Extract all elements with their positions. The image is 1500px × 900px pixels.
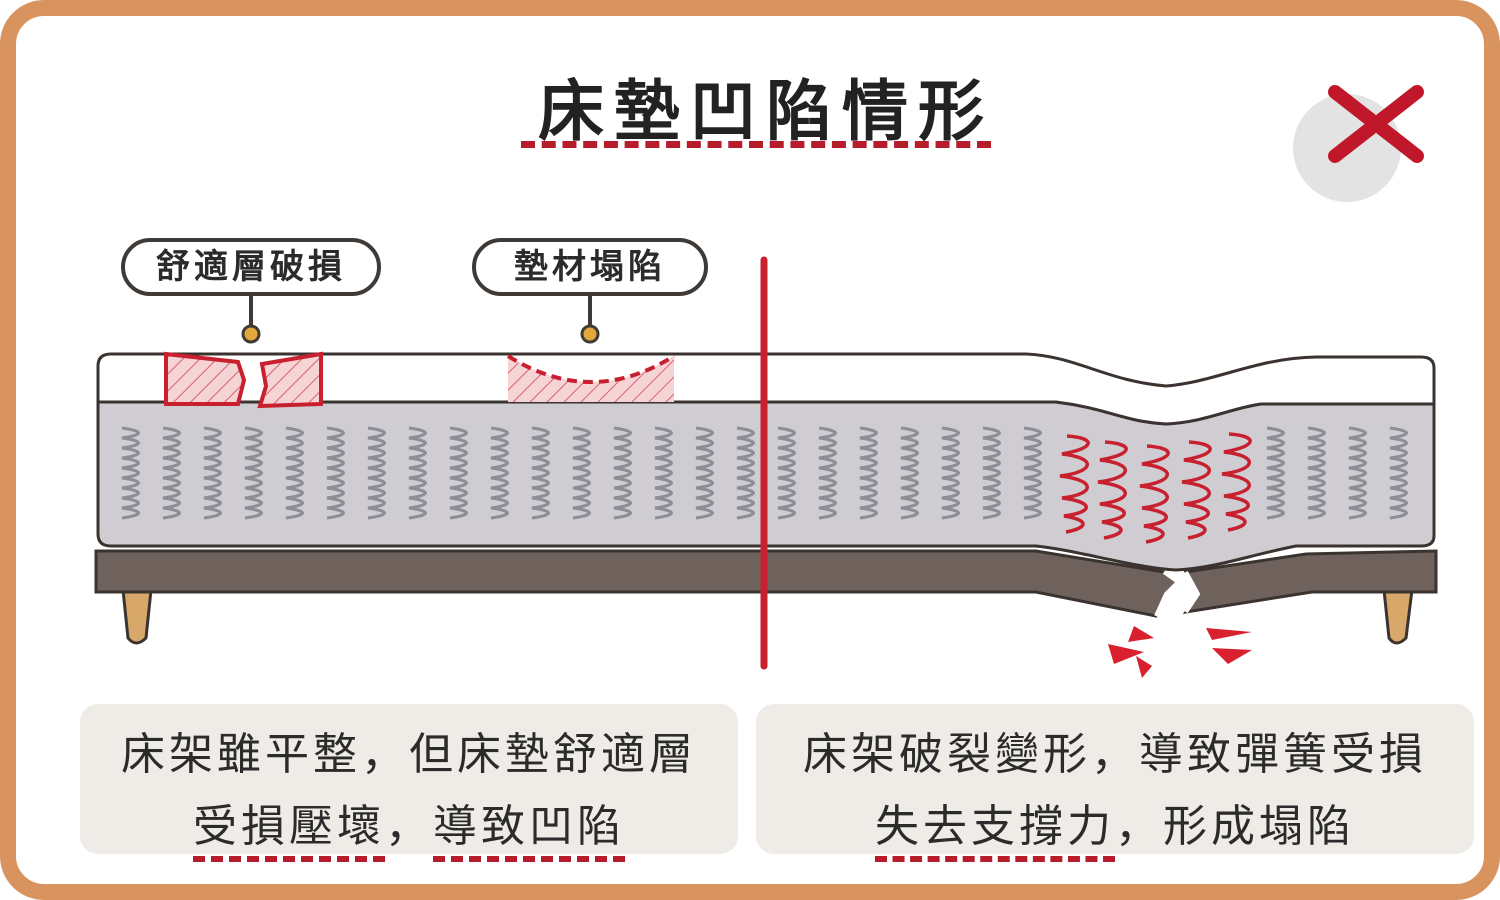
bed-leg-right xyxy=(1382,588,1414,645)
impact-burst-right xyxy=(1206,628,1252,664)
page-title: 床墊凹陷情形 xyxy=(538,73,994,150)
collapsed-padding xyxy=(508,356,674,402)
collapsed-padding-outline xyxy=(506,354,676,384)
impact-burst-left xyxy=(1108,626,1154,678)
pin-left xyxy=(241,324,261,344)
torn-layer-left-piece xyxy=(164,351,247,406)
close-icon xyxy=(1328,85,1424,163)
caption-right-rest: ，形成塌陷 xyxy=(1115,801,1355,852)
base-crack xyxy=(1154,570,1201,617)
caption-left: 床架雖平整，但床墊舒適層 受損壓壞，導致凹陷 xyxy=(80,704,738,862)
mattress-diagram xyxy=(94,256,1438,678)
bed-base-left xyxy=(94,549,1181,618)
callout-comfort-layer-damage: 舒適層破損 xyxy=(121,238,381,296)
bed-leg-left xyxy=(121,588,153,645)
caption-left-line2: 受損壓壞，導致凹陷 xyxy=(80,790,738,862)
caption-left-highlight-b: 導致凹陷 xyxy=(433,801,625,862)
caption-left-line1: 床架雖平整，但床墊舒適層 xyxy=(121,729,697,780)
caption-right-highlight: 失去支撐力 xyxy=(875,801,1115,862)
caption-right-line2: 失去支撐力，形成塌陷 xyxy=(756,790,1474,862)
caption-right: 床架破裂變形，導致彈簧受損 失去支撐力，形成塌陷 xyxy=(756,704,1474,862)
title-underline xyxy=(521,141,991,148)
caption-left-highlight-a: 受損壓壞 xyxy=(193,801,385,862)
callout-padding-collapse: 墊材塌陷 xyxy=(472,238,708,296)
caption-left-separator: ， xyxy=(385,801,433,852)
pin-mid xyxy=(580,324,600,344)
caption-right-line1: 床架破裂變形，導致彈簧受損 xyxy=(803,729,1427,780)
torn-layer-right-piece xyxy=(257,351,323,409)
